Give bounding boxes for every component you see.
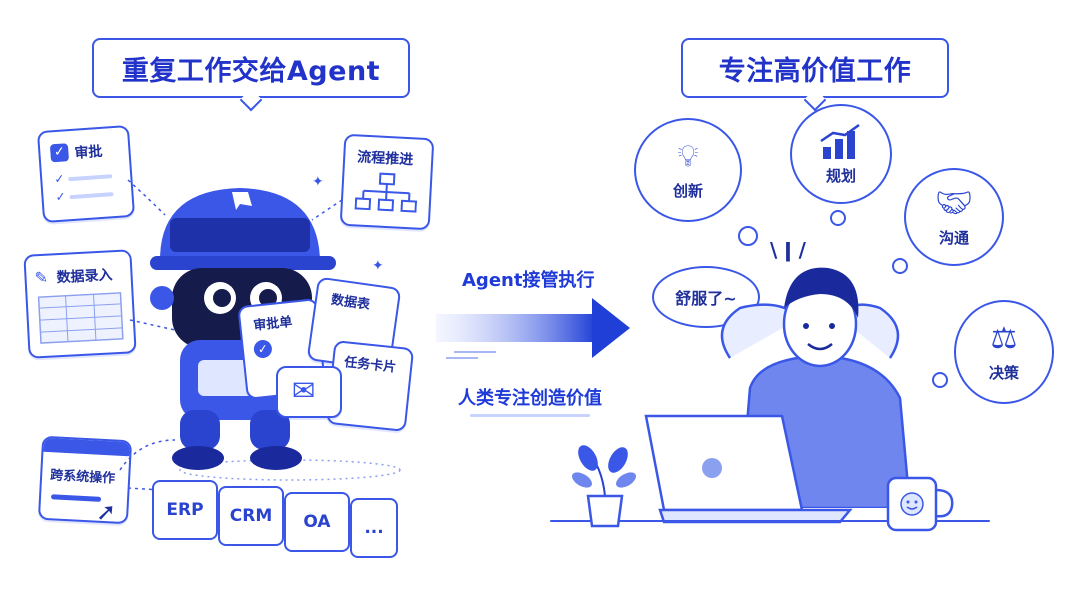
system-erp: ERP [152, 480, 218, 540]
thought-dot [932, 372, 948, 388]
left-title-callout: 重复工作交给Agent [92, 38, 410, 98]
innovation-label: 创新 [672, 182, 703, 200]
data-entry-card: ✎ 数据录入 [23, 249, 137, 359]
desk-edge [550, 520, 990, 522]
task-card-label: 任务卡片 [343, 355, 397, 376]
mail-doc: ✉ [276, 366, 342, 418]
system-oa: OA [284, 492, 350, 552]
excite-marks: \ ǀ / [770, 238, 806, 262]
laptop [644, 414, 853, 524]
thought-dot [830, 210, 846, 226]
right-title: 专注高价值工作 [718, 55, 912, 87]
bar-chart-icon [820, 123, 860, 159]
takeover-text: Agent接管执行 [462, 270, 595, 291]
check-circle-icon: ✓ [253, 339, 273, 359]
speech-text: 舒服了~ [675, 289, 737, 308]
bubble-communication: 🤝︎ 沟通 [904, 168, 1004, 266]
system-more: ... [350, 498, 398, 558]
underline-swoosh [470, 414, 590, 417]
communication-label: 沟通 [938, 229, 969, 247]
approval-form-label: 审批单 [252, 314, 294, 334]
sparkle-icon: ✦ [372, 258, 384, 274]
sparkle-icon: ✦ [312, 174, 324, 190]
right-title-callout: 专注高价值工作 [681, 38, 949, 98]
right-arrow-icon [436, 298, 630, 359]
bubble-planning: 规划 [790, 104, 892, 204]
system-crm: CRM [218, 486, 284, 546]
human-value-text: 人类专注创造价值 [458, 388, 602, 409]
bubble-decision: ⚖ 决策 [954, 300, 1054, 404]
flowchart-icon [354, 172, 418, 213]
planning-label: 规划 [825, 166, 856, 185]
cursor-icon: ➚ [96, 498, 117, 526]
spreadsheet-icon [37, 292, 124, 344]
coffee-mug [886, 476, 954, 532]
left-title: 重复工作交给Agent [121, 55, 381, 87]
potted-plant [572, 445, 636, 528]
envelope-icon: ✉ [292, 374, 316, 407]
decision-label: 决策 [988, 364, 1019, 382]
handshake-icon: 🤝︎ [934, 186, 974, 221]
scales-icon: ⚖ [990, 321, 1018, 356]
data-sheet-label: 数据表 [330, 292, 371, 313]
thought-dot [738, 226, 758, 246]
lightbulb-icon: 💡︎ [677, 139, 699, 174]
bubble-innovation: 💡︎ 创新 [634, 118, 742, 222]
thought-dot [892, 258, 908, 274]
process-card: 流程推进 [339, 133, 435, 231]
